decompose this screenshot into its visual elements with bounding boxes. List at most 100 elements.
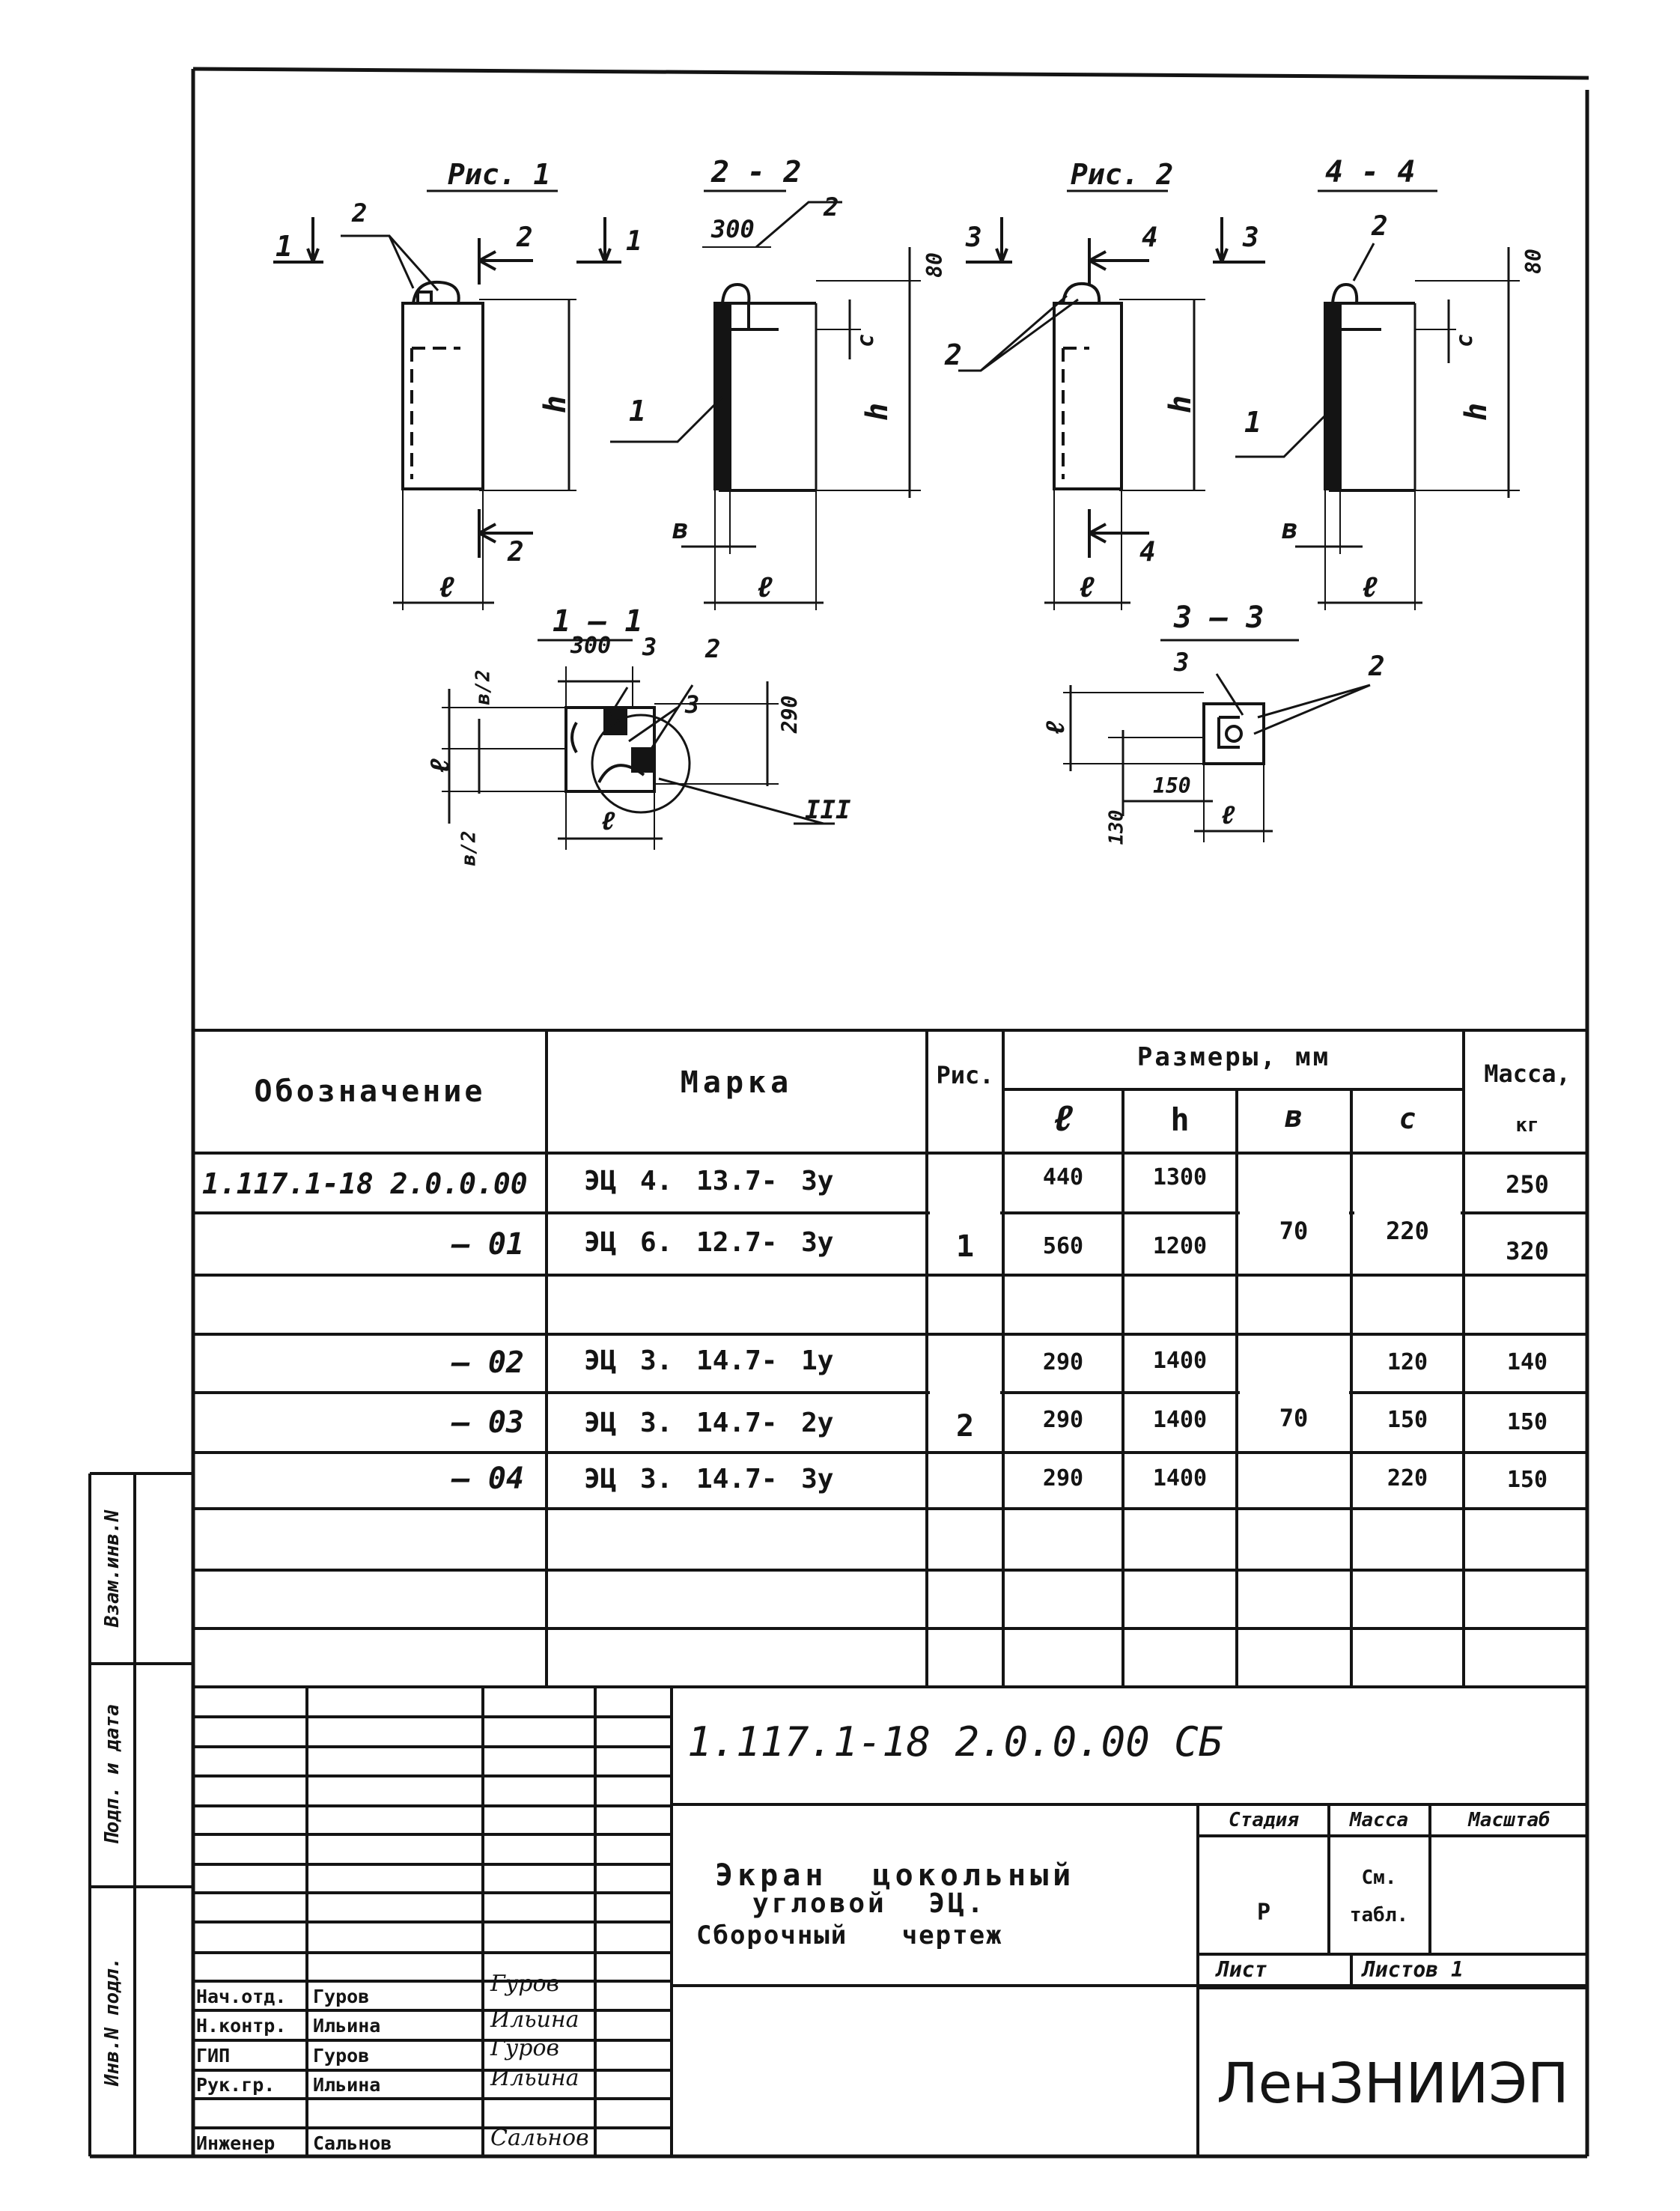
pos-2-sec33: 2 xyxy=(1369,651,1385,682)
sheet-label: Лист xyxy=(1217,1957,1267,1982)
signature-gip: Гуров xyxy=(490,2035,559,2061)
section-4-4-title: 4 - 4 xyxy=(1325,155,1416,189)
pos-1-sec22: 1 xyxy=(629,395,646,428)
dim-80-sec22: 80 xyxy=(922,252,947,278)
role-inzhener: Инженер xyxy=(196,2132,276,2154)
row3-l: 290 xyxy=(1042,1407,1084,1433)
pos-2-sec22: 2 xyxy=(824,192,839,222)
row2-mark: ЭЦ 3. 14.7- 1у xyxy=(584,1345,834,1376)
dim-h-sec44: h xyxy=(1459,402,1494,422)
signature-nach-otd: Гуров xyxy=(490,1971,559,1997)
row0-h: 1300 xyxy=(1152,1164,1208,1190)
name-n-kontr: Ильина xyxy=(313,2015,381,2037)
dim-300-sec11: 300 xyxy=(570,633,612,659)
group2-b: 70 xyxy=(1279,1404,1309,1432)
dim-l-bottom-sec33: ℓ xyxy=(1220,800,1236,830)
title-block-grid xyxy=(192,1687,1589,2156)
dim-c-sec44: c xyxy=(1452,333,1479,348)
header-mass: Масса, xyxy=(1484,1059,1571,1088)
cut-mark-2: 2 xyxy=(517,222,533,253)
doc-name-line2: угловой ЭЦ. xyxy=(752,1888,987,1919)
section-4-4 xyxy=(1235,189,1520,610)
group1-b: 70 xyxy=(1279,1217,1309,1245)
row4-designation: — 04 xyxy=(451,1462,524,1496)
row2-h: 1400 xyxy=(1152,1348,1208,1374)
dim-290-sec11: 290 xyxy=(777,695,803,734)
doc-name-line1: Экран цокольный xyxy=(715,1858,1076,1893)
cut-mark-1b: 1 xyxy=(626,226,642,257)
row0-mass: 250 xyxy=(1506,1170,1549,1199)
row4-h: 1400 xyxy=(1152,1465,1208,1491)
dim-b2-top-sec11: в/2 xyxy=(472,669,495,705)
side-stamp-podp: Подп. и дата xyxy=(101,1704,124,1845)
dim-c-sec22: c xyxy=(853,333,880,348)
cut-mark-4: 4 xyxy=(1142,222,1158,253)
dim-h-sec22: h xyxy=(860,402,895,422)
section-3-3-title: 3 — 3 xyxy=(1174,600,1264,635)
dim-h-fig1: h xyxy=(538,395,573,414)
cut-mark-3: 3 xyxy=(966,222,982,253)
signature-n-kontr: Ильина xyxy=(490,2007,579,2033)
dim-l-side-sec11: ℓ xyxy=(424,758,456,774)
dim-l-side-sec33: ℓ xyxy=(1041,720,1071,736)
pos-2-fig2: 2 xyxy=(945,338,962,371)
group2-fig: 2 xyxy=(955,1409,975,1444)
row1-mark: ЭЦ 6. 12.7- 3у xyxy=(584,1227,834,1258)
cut-mark-1: 1 xyxy=(276,230,293,263)
row1-l: 560 xyxy=(1042,1233,1084,1259)
row0-l: 440 xyxy=(1042,1164,1084,1190)
row4-l: 290 xyxy=(1042,1465,1084,1491)
spec-table-grid xyxy=(193,1029,1589,1688)
row3-mass: 150 xyxy=(1506,1409,1548,1435)
signature-ruk-gr: Ильина xyxy=(490,2065,579,2091)
name-nach-otd: Гуров xyxy=(313,1986,370,2007)
org-logo: ЛенЗНИИЭП xyxy=(1217,2052,1569,2116)
fig1-title: Рис. 1 xyxy=(448,158,551,191)
pos-3b-sec11: 3 xyxy=(685,690,700,719)
dim-h-fig2: h xyxy=(1163,395,1199,414)
role-ruk-gr: Рук.гр. xyxy=(196,2074,276,2096)
role-n-kontr: Н.контр. xyxy=(196,2015,287,2037)
pos-1-sec44: 1 xyxy=(1244,406,1261,439)
row4-c: 220 xyxy=(1387,1465,1428,1491)
group1-fig: 1 xyxy=(955,1229,975,1264)
row2-mass: 140 xyxy=(1506,1349,1548,1375)
dim-80-sec44: 80 xyxy=(1521,249,1546,274)
fig2-title: Рис. 2 xyxy=(1071,158,1174,191)
fig1-view xyxy=(273,189,621,610)
dim-l-fig2: ℓ xyxy=(1078,571,1095,603)
doc-name-line3: Сборочный чертеж xyxy=(696,1920,1003,1950)
detail-III: III xyxy=(805,795,851,825)
pos-2: 2 xyxy=(352,198,368,228)
row0-designation: 1.117.1-18 2.0.0.00 xyxy=(202,1167,528,1200)
mass-value-2: табл. xyxy=(1349,1904,1409,1926)
sheets-label: Листов 1 xyxy=(1363,1957,1464,1982)
cut-mark-2b: 2 xyxy=(508,537,524,568)
group1-c: 220 xyxy=(1386,1217,1429,1245)
role-gip: ГИП xyxy=(196,2045,231,2066)
cut-mark-3b: 3 xyxy=(1243,222,1259,253)
header-h: h xyxy=(1170,1101,1190,1138)
section-2-2-title: 2 - 2 xyxy=(711,155,802,189)
fig2-view xyxy=(958,189,1265,610)
stage-value: Р xyxy=(1256,1900,1271,1926)
dim-l-bottom-sec11: ℓ xyxy=(600,806,616,836)
pos-3-sec33: 3 xyxy=(1174,648,1190,678)
row4-mark: ЭЦ 3. 14.7- 3у xyxy=(584,1464,834,1494)
header-l: ℓ xyxy=(1052,1098,1074,1140)
section-1-1-title: 1 — 1 xyxy=(553,604,643,639)
dim-130-sec33: 130 xyxy=(1105,809,1128,845)
row1-mass: 320 xyxy=(1506,1237,1549,1265)
row3-c: 150 xyxy=(1387,1407,1428,1433)
section-3-3 xyxy=(1063,639,1371,842)
stage-label: Стадия xyxy=(1229,1809,1299,1831)
header-fig: Рис. xyxy=(936,1061,994,1089)
side-stamp-vzam: Взам.инв.N xyxy=(101,1509,124,1628)
side-stamp-frame xyxy=(88,1472,193,2156)
merged-cells xyxy=(930,1156,1461,1450)
name-inzhener: Сальнов xyxy=(313,2132,392,2154)
section-2-2 xyxy=(610,189,921,610)
row4-mass: 150 xyxy=(1506,1467,1548,1493)
row2-designation: — 02 xyxy=(451,1345,524,1380)
